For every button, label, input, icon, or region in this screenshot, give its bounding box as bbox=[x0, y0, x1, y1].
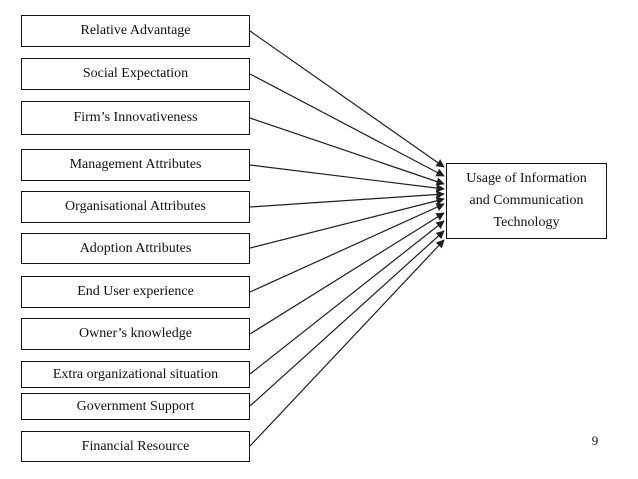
factor-box-adoption-attributes: Adoption Attributes bbox=[21, 233, 250, 264]
target-label-line-2: and Communication bbox=[469, 193, 584, 208]
factor-label: Extra organizational situation bbox=[52, 366, 219, 382]
page-number: 9 bbox=[591, 433, 599, 448]
arrow-extra-organizational-situation bbox=[249, 220, 445, 375]
arrow-firms-innovativeness bbox=[249, 117, 445, 186]
factor-label: Firm’s Innovativeness bbox=[73, 110, 198, 125]
factor-box-owners-knowledge: Owner’s knowledge bbox=[21, 318, 250, 350]
factor-label: Management Attributes bbox=[69, 157, 202, 172]
target-label-line-3: Technology bbox=[493, 215, 560, 230]
arrow-owners-knowledge bbox=[249, 212, 445, 335]
factor-box-organisational-attributes: Organisational Attributes bbox=[21, 191, 250, 223]
arrow-financial-resource bbox=[249, 239, 445, 447]
factor-box-management-attributes: Management Attributes bbox=[21, 149, 250, 181]
arrow-organisational-attributes bbox=[249, 190, 445, 208]
factor-box-social-expectation: Social Expectation bbox=[21, 58, 250, 90]
factor-box-government-support: Government Support bbox=[21, 393, 250, 420]
factor-label: Owner’s knowledge bbox=[79, 326, 192, 341]
target-label-line-1: Usage of Information bbox=[466, 171, 587, 186]
arrow-social-expectation bbox=[249, 73, 445, 177]
arrow-management-attributes bbox=[249, 164, 445, 193]
factor-label: Financial Resource bbox=[81, 438, 190, 454]
factor-label: Social Expectation bbox=[82, 66, 189, 81]
factor-label: Adoption Attributes bbox=[79, 240, 192, 256]
factor-label: Government Support bbox=[76, 398, 195, 414]
arrow-end-user-experience bbox=[249, 203, 445, 293]
arrow-relative-advantage bbox=[249, 30, 445, 168]
factor-box-end-user-experience: End User experience bbox=[21, 276, 250, 308]
factor-box-relative-advantage: Relative Advantage bbox=[21, 15, 250, 47]
factor-label: Organisational Attributes bbox=[65, 199, 206, 214]
factor-box-firms-innovativeness: Firm’s Innovativeness bbox=[21, 101, 250, 135]
factor-label: Relative Advantage bbox=[80, 23, 191, 38]
factor-label: End User experience bbox=[77, 284, 194, 299]
arrow-government-support bbox=[249, 230, 445, 407]
factor-box-financial-resource: Financial Resource bbox=[21, 431, 250, 462]
factor-box-extra-organizational-situation: Extra organizational situation bbox=[21, 361, 250, 388]
target-box-usage-of-ict: Usage of Information and Communication T… bbox=[446, 163, 607, 239]
arrow-adoption-attributes bbox=[249, 196, 445, 249]
